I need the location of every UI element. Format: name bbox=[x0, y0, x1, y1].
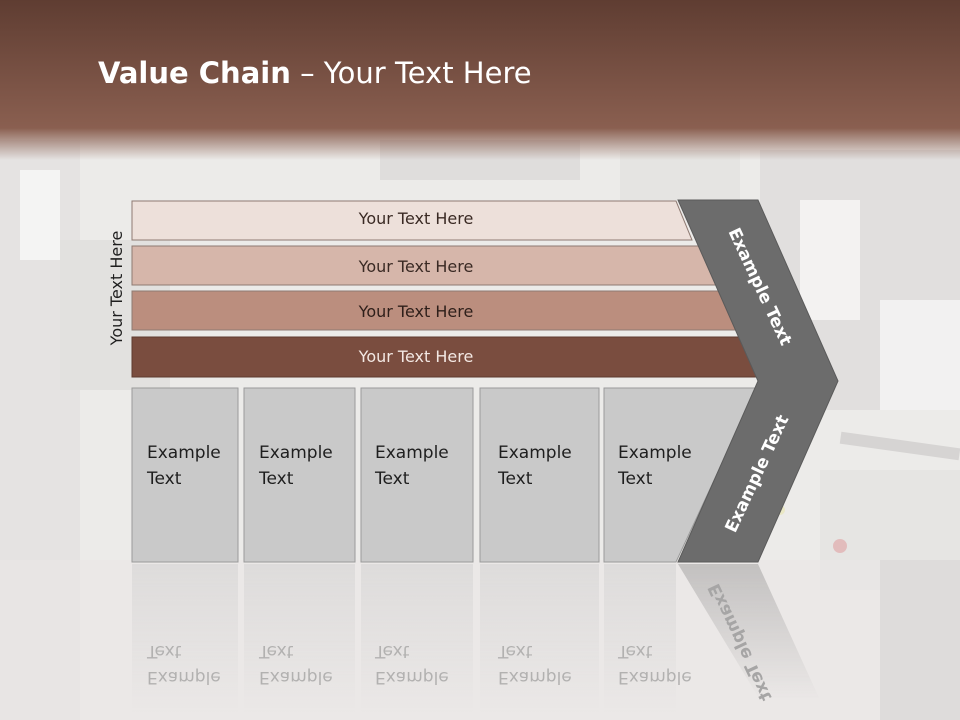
support-bar-label: Your Text Here bbox=[358, 347, 474, 366]
reflection: Example Text Example Text Example Text E… bbox=[132, 564, 820, 714]
box-text: Example bbox=[375, 443, 449, 463]
box-text: Example bbox=[618, 443, 692, 463]
box-text: Example bbox=[259, 443, 333, 463]
support-bar-1[interactable] bbox=[131, 200, 693, 241]
box-text: Text bbox=[374, 469, 410, 489]
reflection-text: Example bbox=[147, 667, 221, 687]
primary-box-3[interactable] bbox=[360, 387, 474, 563]
reflection-text: Text bbox=[617, 641, 653, 661]
slide-title: Value Chain – Your Text Here bbox=[98, 56, 532, 90]
reflection-text: Example bbox=[618, 667, 692, 687]
header-band bbox=[0, 0, 960, 160]
reflection-text: Text bbox=[497, 641, 533, 661]
reflection-text: Text bbox=[258, 641, 294, 661]
primary-box-4[interactable] bbox=[479, 387, 600, 563]
margin-arrow[interactable] bbox=[677, 199, 839, 563]
support-bar-label: Your Text Here bbox=[358, 302, 474, 321]
box-text: Text bbox=[497, 469, 533, 489]
box-text: Example bbox=[147, 443, 221, 463]
reflection-text: Text bbox=[146, 641, 182, 661]
primary-box-2[interactable] bbox=[243, 387, 356, 563]
support-bar-label: Your Text Here bbox=[358, 209, 474, 228]
primary-box-1[interactable] bbox=[131, 387, 239, 563]
side-label: Your Text Here bbox=[107, 231, 126, 347]
box-text: Example bbox=[498, 443, 572, 463]
box-text: Text bbox=[146, 469, 182, 489]
support-bars: Your Text Here Your Text Here Your Text … bbox=[131, 200, 763, 378]
reflection-text: Text bbox=[374, 641, 410, 661]
box-text: Text bbox=[258, 469, 294, 489]
reflection-text: Example bbox=[259, 667, 333, 687]
support-bar-label: Your Text Here bbox=[358, 257, 474, 276]
box-text: Text bbox=[617, 469, 653, 489]
reflection-text: Example bbox=[498, 667, 572, 687]
primary-box-5[interactable] bbox=[603, 387, 758, 563]
reflection-text: Example bbox=[375, 667, 449, 687]
primary-boxes: Example Text Example Text Example Text E… bbox=[131, 387, 758, 563]
